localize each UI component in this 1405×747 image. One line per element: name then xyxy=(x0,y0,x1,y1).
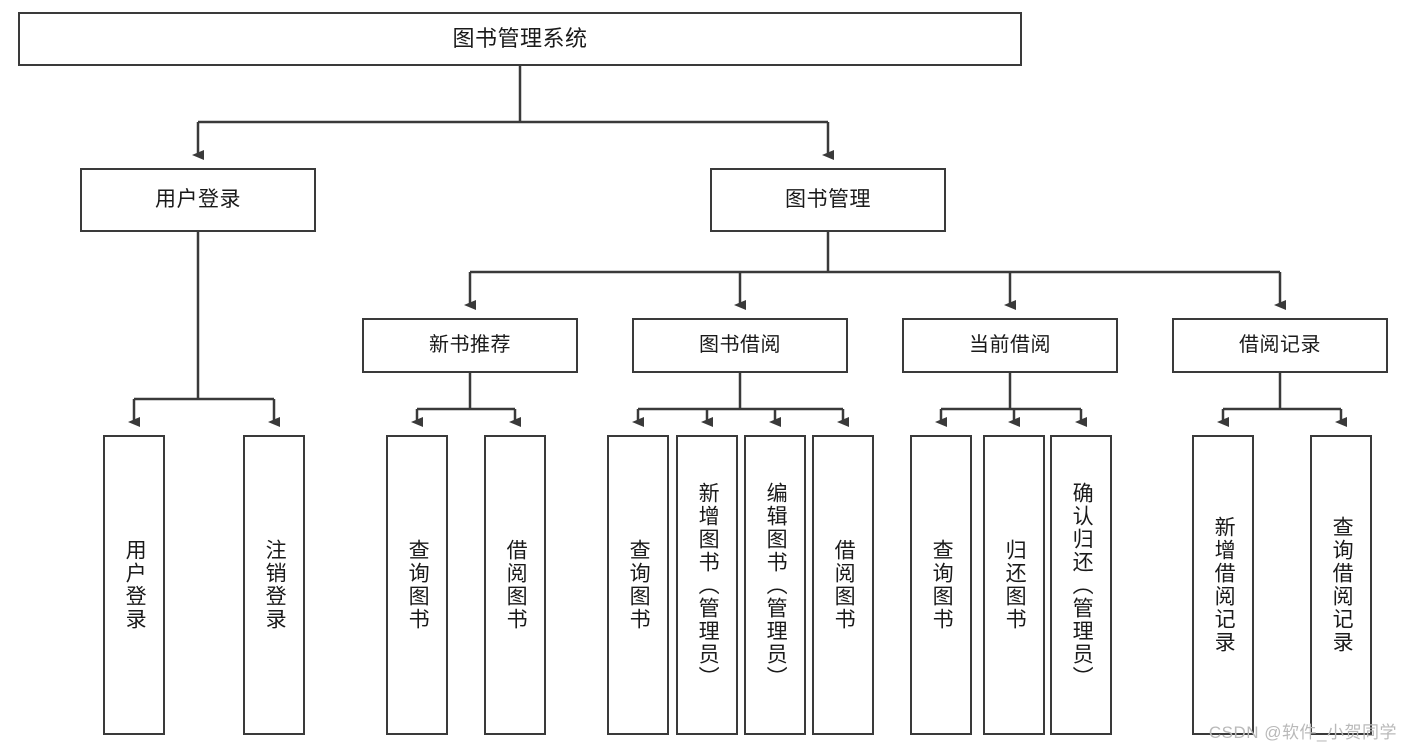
node-current-borrow[interactable]: 当前借阅 xyxy=(902,318,1118,373)
node-leaf-borrow-book[interactable]: 借阅图书 xyxy=(812,435,874,735)
node-new-book-rec[interactable]: 新书推荐 xyxy=(362,318,578,373)
node-borrow-record[interactable]: 借阅记录 xyxy=(1172,318,1388,373)
node-label: 当前借阅 xyxy=(969,334,1051,356)
node-leaf-return-book[interactable]: 归还图书 xyxy=(983,435,1045,735)
node-user-login[interactable]: 用户登录 xyxy=(80,168,316,232)
node-label: 借阅图书 xyxy=(504,539,528,631)
node-label: 查询图书 xyxy=(930,539,954,631)
node-label: 编辑图书（管理员） xyxy=(764,481,788,689)
node-leaf-add-book[interactable]: 新增图书（管理员） xyxy=(676,435,738,735)
node-label: 借阅记录 xyxy=(1239,334,1321,356)
node-leaf-query-book-rec[interactable]: 查询图书 xyxy=(386,435,448,735)
node-leaf-user-login[interactable]: 用户登录 xyxy=(103,435,165,735)
node-leaf-edit-book[interactable]: 编辑图书（管理员） xyxy=(744,435,806,735)
node-label: 确认归还（管理员） xyxy=(1070,481,1094,689)
node-label: 借阅图书 xyxy=(832,539,856,631)
node-label: 查询借阅记录 xyxy=(1330,516,1354,654)
node-leaf-query-book-cur[interactable]: 查询图书 xyxy=(910,435,972,735)
node-leaf-confirm-return[interactable]: 确认归还（管理员） xyxy=(1050,435,1112,735)
node-label: 图书借阅 xyxy=(699,334,781,356)
node-label: 新增图书（管理员） xyxy=(696,481,720,689)
node-label: 图书管理系统 xyxy=(452,26,588,52)
node-book-manage[interactable]: 图书管理 xyxy=(710,168,946,232)
node-label: 查询图书 xyxy=(627,539,651,631)
node-root-root[interactable]: 图书管理系统 xyxy=(18,12,1022,66)
node-book-borrow[interactable]: 图书借阅 xyxy=(632,318,848,373)
node-label: 新书推荐 xyxy=(429,334,511,356)
node-label: 图书管理 xyxy=(785,187,871,211)
node-leaf-query-book-borrow[interactable]: 查询图书 xyxy=(607,435,669,735)
node-leaf-add-record[interactable]: 新增借阅记录 xyxy=(1192,435,1254,735)
watermark-label: CSDN @软件_小贺同学 xyxy=(1208,723,1397,742)
node-leaf-borrow-book-rec[interactable]: 借阅图书 xyxy=(484,435,546,735)
node-label: 查询图书 xyxy=(406,539,430,631)
node-label: 归还图书 xyxy=(1003,539,1027,631)
node-label: 注销登录 xyxy=(263,539,287,631)
node-leaf-query-record[interactable]: 查询借阅记录 xyxy=(1310,435,1372,735)
node-label: 用户登录 xyxy=(123,539,147,631)
node-leaf-logout[interactable]: 注销登录 xyxy=(243,435,305,735)
node-label: 用户登录 xyxy=(155,187,241,211)
node-label: 新增借阅记录 xyxy=(1212,516,1236,654)
